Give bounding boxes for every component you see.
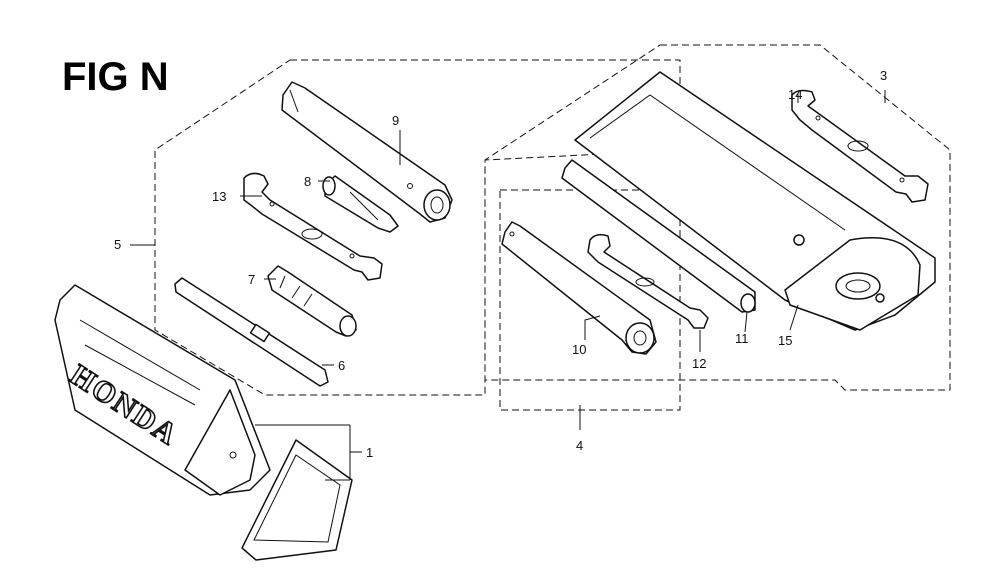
callout-10: 10 (572, 342, 586, 357)
part-6-screwdriver-shaft (174, 277, 329, 387)
callout-8: 8 (304, 174, 311, 189)
callout-11: 11 (735, 331, 749, 346)
callout-15: 15 (778, 333, 792, 348)
part-12-open-end-wrench (587, 233, 709, 329)
figure-title: FIG N (62, 55, 169, 99)
callout-7: 7 (248, 272, 255, 287)
part-13-open-end-wrench (243, 172, 383, 281)
callout-12: 12 (692, 356, 706, 371)
callout-1: 1 (366, 445, 373, 460)
part-9-box-wrench (281, 81, 453, 223)
callout-5: 5 (114, 237, 121, 252)
group-5-outline (154, 59, 681, 396)
part-1-tool-case: HONDA (54, 284, 353, 561)
part-15-tool-bag (574, 71, 936, 331)
callout-9: 9 (392, 113, 399, 128)
callout-13: 13 (212, 189, 226, 204)
group-4-outline (499, 189, 681, 411)
part-10-box-wrench (501, 221, 657, 355)
leader-lines (130, 90, 886, 481)
callout-3: 3 (880, 68, 887, 83)
group-3-outline (484, 44, 951, 391)
part-11-bar (561, 159, 756, 313)
callout-6: 6 (338, 358, 345, 373)
part-14-open-end-wrench (791, 89, 929, 203)
callout-4: 4 (576, 438, 583, 453)
callout-14: 14 (788, 87, 802, 102)
part-7-screwdriver-handle (267, 265, 357, 337)
callouts: 1 3 4 5 6 7 8 9 10 11 12 13 14 15 (114, 68, 887, 460)
